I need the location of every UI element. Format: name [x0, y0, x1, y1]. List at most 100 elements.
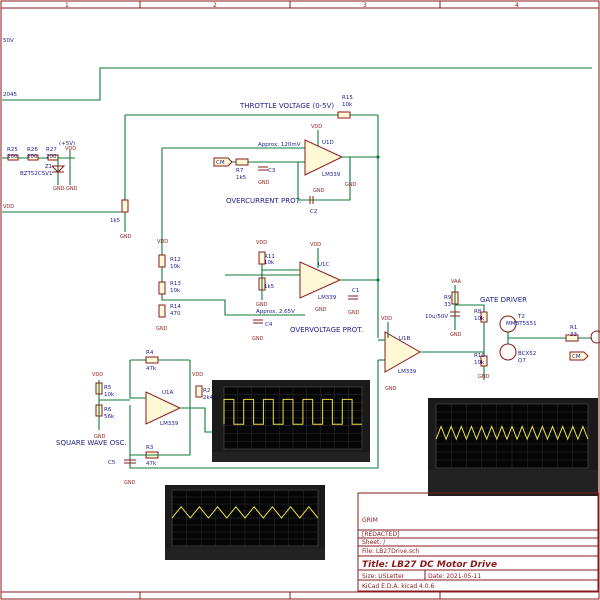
- approx-120mv: Approx. 120mV: [258, 142, 301, 148]
- r1-ref: R1: [570, 325, 577, 331]
- svg-text:GND: GND: [450, 332, 462, 338]
- vdd-left: VDD: [3, 204, 14, 210]
- top-wire: [2, 67, 592, 101]
- title-block: GRIM [REDACTED] Sheet: / File: LB27Drive…: [357, 492, 599, 592]
- svg-text:VDD: VDD: [92, 372, 103, 378]
- u1d-val: LM339: [322, 172, 341, 178]
- r6-ref: R6: [104, 407, 112, 413]
- u1c-val: LM339: [318, 295, 337, 301]
- r14-ref: R14: [170, 304, 181, 310]
- ruler-1: 1: [65, 2, 69, 9]
- cm-input-tag: [213, 157, 233, 167]
- plus5-label: (+5V): [59, 141, 75, 147]
- svg-text:GND: GND: [53, 186, 65, 192]
- svg-text:GND: GND: [252, 336, 264, 342]
- u1a-ref: U1A: [162, 390, 174, 396]
- t2-val: MMBT5551: [506, 321, 537, 327]
- svg-text:GND: GND: [315, 307, 327, 313]
- r26-ref: R26: [27, 147, 38, 153]
- svg-text:GND: GND: [385, 386, 397, 392]
- svg-text:GND: GND: [256, 302, 268, 308]
- svg-text:GND: GND: [478, 374, 490, 380]
- scope-screenshot-triangle-large: [428, 398, 598, 496]
- q7-ref: Q7: [518, 358, 526, 364]
- u1c-ref: U1C: [318, 262, 330, 268]
- svg-text:VDD: VDD: [381, 316, 392, 322]
- u1d-opamp: [304, 139, 344, 176]
- ruler-3: 3: [363, 2, 367, 9]
- r27-val: 200: [46, 154, 57, 160]
- throttle-label: THROTTLE VOLTAGE (0-5V): [239, 102, 334, 110]
- power-label-50v: 50V: [3, 38, 14, 44]
- u1a-val: LM339: [160, 421, 179, 427]
- tb-file: File: LB27Drive.sch: [362, 548, 419, 555]
- r15-ref: R15: [342, 95, 353, 101]
- r9-ref: R9: [444, 295, 452, 301]
- r12-ref: R12: [170, 257, 181, 263]
- svg-text:VDD: VDD: [310, 242, 321, 248]
- svg-text:GND: GND: [258, 180, 270, 186]
- scope-screenshot-square: [212, 380, 370, 462]
- c4-ref: C4: [265, 322, 273, 328]
- svg-text:GND: GND: [156, 326, 168, 332]
- r4-val: 47k: [146, 366, 157, 372]
- ruler-2: 2: [213, 2, 217, 9]
- r7-val: 1k5: [236, 175, 247, 181]
- r8-ref: R8: [474, 309, 482, 315]
- gate-driver-label: GATE DRIVER: [480, 296, 527, 304]
- tb-company: GRIM: [362, 517, 378, 524]
- r26-val: 200: [27, 154, 38, 160]
- r5-val: 10k: [104, 392, 115, 398]
- svg-text:GND: GND: [66, 186, 78, 192]
- r1k5-val: 1k5: [110, 218, 121, 224]
- svg-text:GND: GND: [124, 480, 136, 486]
- r3-ref: R3: [146, 445, 154, 451]
- svg-text:VDD: VDD: [311, 124, 322, 130]
- r25-val: 200: [7, 154, 18, 160]
- r6-val: 56k: [104, 414, 115, 420]
- r15-val: 10k: [342, 102, 353, 108]
- c1-ref: C1: [352, 288, 359, 294]
- svg-text:GND: GND: [348, 310, 360, 316]
- ruler-4: 4: [515, 2, 519, 9]
- r11-val: 10k: [264, 260, 275, 266]
- tb-redacted: [REDACTED]: [362, 531, 399, 538]
- z1-ref: Z1: [45, 164, 52, 170]
- svg-text:VDD: VDD: [192, 372, 203, 378]
- r4-ref: R4: [146, 350, 154, 356]
- c2-ref: C2: [310, 209, 317, 215]
- r2-ref: R2: [203, 388, 210, 394]
- svg-text:GND: GND: [345, 182, 357, 188]
- u1b-opamp: [384, 331, 422, 373]
- r5-ref: R5: [104, 385, 112, 391]
- r1-val: 33: [570, 332, 577, 338]
- tb-kicad: KiCad E.D.A. kicad 4.0.6: [362, 583, 435, 590]
- c3-ref: C3: [268, 168, 276, 174]
- z1-val: BZT52C5V1: [20, 171, 53, 177]
- r10-val: 10k: [474, 360, 485, 366]
- r11-ref: R11: [264, 254, 275, 260]
- t2-ref: T2: [517, 314, 525, 320]
- scope-screenshot-triangle-small: [165, 485, 325, 560]
- cap-gate-val: 10u/50V: [425, 314, 448, 320]
- overcurrent-label: OVERCURRENT PROT.: [226, 197, 301, 205]
- c5-ref: C5: [108, 460, 116, 466]
- approx-265v: Approx. 2.65V: [256, 309, 295, 315]
- r8-val: 10k: [474, 316, 485, 322]
- u1a-opamp: [145, 391, 182, 425]
- u1b-ref: U1B: [399, 336, 411, 342]
- u1d-ref: U1D: [322, 140, 334, 146]
- r7-ref: R7: [236, 168, 244, 174]
- svg-text:GND: GND: [313, 188, 325, 194]
- u1c-opamp: [299, 261, 342, 299]
- square-osc-label: SQUARE WAVE OSC.: [56, 439, 127, 447]
- vaa-label: VAA: [451, 279, 462, 285]
- tb-date: Date: 2021-05-11: [428, 573, 481, 580]
- tb-title: Title: LB27 DC Motor Drive: [362, 560, 497, 570]
- cm-label: CM: [216, 160, 225, 166]
- u1b-val: LM339: [398, 369, 417, 375]
- r3-val: 47k: [146, 461, 157, 467]
- r2-val: 2k4: [203, 395, 214, 401]
- r10-ref: R10: [474, 353, 485, 359]
